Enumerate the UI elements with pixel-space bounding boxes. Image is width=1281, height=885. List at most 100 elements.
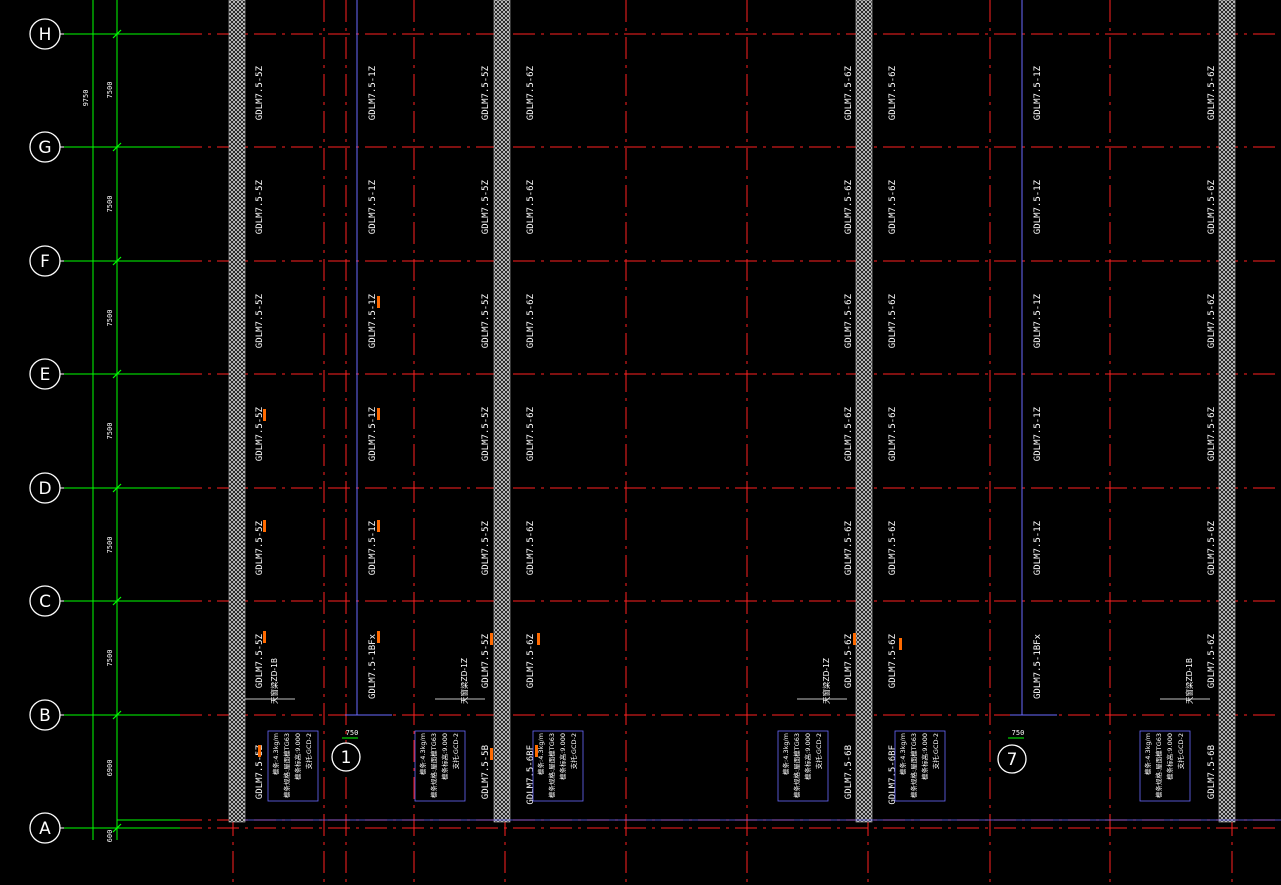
note-line: 檩条规格:屋面檩TG63 xyxy=(1154,733,1163,798)
member-label: GDLM7.5-6Z xyxy=(844,406,854,461)
beam-tag: 天窗梁ZD-1Z xyxy=(821,658,831,704)
orange-marker xyxy=(377,296,380,308)
note-line: 檩条:4.3kg/m xyxy=(898,733,907,775)
orange-marker xyxy=(263,520,266,532)
member-label: GDLM7.5-6Z xyxy=(844,65,854,120)
member-label: GDLM7.5-6Z xyxy=(1207,633,1217,688)
dimension-tick xyxy=(112,369,122,379)
member-label-bottom: GDLM7.5-6BF xyxy=(526,745,536,805)
grid-row-label-g: G xyxy=(38,138,51,158)
grid-row-label-d: D xyxy=(38,479,51,499)
note-line: 檩条规格:屋面檩TG63 xyxy=(792,733,801,798)
member-label: GDLM7.5-5Z xyxy=(481,65,491,120)
dimension-tick xyxy=(112,596,122,606)
orange-marker xyxy=(377,520,380,532)
member-label: GDLM7.5-6Z xyxy=(844,520,854,575)
member-label-bottom: GDLM7.5-6B xyxy=(1207,745,1217,799)
orange-marker xyxy=(377,408,380,420)
note-line: 檩条:4.3kg/m xyxy=(271,733,280,775)
horizontal-axis-lines xyxy=(180,33,1281,829)
member-label: GDLM7.5-1Z xyxy=(368,293,378,348)
orange-marker xyxy=(535,745,538,757)
orange-marker xyxy=(899,638,902,650)
note-line: 支托:GCD-2 xyxy=(304,733,313,769)
note-line: 檩条标高:9.000 xyxy=(920,733,929,780)
dimension-spacing: 7500 xyxy=(106,537,114,554)
note-line: 檩条规格:屋面檩TG63 xyxy=(547,733,556,798)
offset-dimension-text: 750 xyxy=(1012,729,1025,737)
member-label: GDLM7.5-5Z xyxy=(255,406,265,461)
member-label: GDLM7.5-1Z xyxy=(368,406,378,461)
grid-row-label-b: B xyxy=(39,706,51,726)
grid-row-label-a: A xyxy=(39,819,51,839)
note-line: 支托:GCD-2 xyxy=(814,733,823,769)
blue-purlin-lines xyxy=(245,0,1281,821)
note-line: 檩条:4.3kg/m xyxy=(418,733,427,775)
member-label: GDLM7.5-1BFx xyxy=(1033,633,1043,699)
member-label: GDLM7.5-1Z xyxy=(368,179,378,234)
member-label: GDLM7.5-1Z xyxy=(1033,65,1043,120)
column-grid-label: 7 xyxy=(1007,750,1018,770)
member-label-bottom: GDLM7.5-5Z xyxy=(255,744,265,799)
dimension-spacing: 7500 xyxy=(106,423,114,440)
dimension-tick xyxy=(112,710,122,720)
beam-tag: 天窗梁ZD-1B xyxy=(1184,658,1194,704)
hatched-wall xyxy=(1218,0,1236,823)
orange-marker xyxy=(377,631,380,643)
member-label: GDLM7.5-5Z xyxy=(481,293,491,348)
member-label: GDLM7.5-6Z xyxy=(1207,179,1217,234)
note-block-frame xyxy=(894,730,946,802)
note-line: 檩条标高:9.000 xyxy=(293,733,302,780)
note-line: 檩条规格:屋面檩TG63 xyxy=(282,733,291,798)
note-line: 檩条标高:9.000 xyxy=(803,733,812,780)
note-line: 檩条:4.3kg/m xyxy=(1143,733,1152,775)
member-label-bottom: GDLM7.5-5B xyxy=(481,745,491,799)
note-block-frame xyxy=(532,730,584,802)
note-line: 支托:GCD-2 xyxy=(1176,733,1185,769)
member-label-bottom: GDLM7.5-6B xyxy=(844,745,854,799)
member-label: GDLM7.5-6Z xyxy=(526,179,536,234)
beam-tag: 天窗梁ZD-1Z xyxy=(459,658,469,704)
dimension-spacing: 7500 xyxy=(106,650,114,667)
member-label: GDLM7.5-1Z xyxy=(1033,406,1043,461)
member-label: GDLM7.5-6Z xyxy=(526,633,536,688)
member-label: GDLM7.5-5Z xyxy=(481,179,491,234)
dimension-tick xyxy=(112,29,122,39)
member-label: GDLM7.5-6Z xyxy=(844,179,854,234)
hatched-wall xyxy=(855,0,873,823)
member-label: GDLM7.5-1Z xyxy=(1033,520,1043,575)
member-label: GDLM7.5-6Z xyxy=(888,633,898,688)
orange-marker xyxy=(853,633,856,645)
orange-marker xyxy=(490,748,493,760)
member-label: GDLM7.5-6Z xyxy=(526,406,536,461)
grid-row-label-f: F xyxy=(40,252,50,272)
vertical-axis-lines xyxy=(232,0,1233,885)
member-label: GDLM7.5-6Z xyxy=(1207,406,1217,461)
member-label: GDLM7.5-5Z xyxy=(255,293,265,348)
orange-marker xyxy=(537,633,540,645)
dimension-spacing: 7500 xyxy=(106,196,114,213)
member-label: GDLM7.5-6Z xyxy=(844,633,854,688)
note-block-frame xyxy=(777,730,829,802)
member-label: GDLM7.5-1Z xyxy=(368,520,378,575)
orange-markers xyxy=(258,296,902,760)
member-label: GDLM7.5-6Z xyxy=(526,520,536,575)
orange-marker xyxy=(263,631,266,643)
member-label: GDLM7.5-6Z xyxy=(888,520,898,575)
note-block-frame xyxy=(414,730,466,802)
dimension-tick xyxy=(112,142,122,152)
note-line: 檩条标高:9.000 xyxy=(440,733,449,780)
hatched-walls xyxy=(228,0,1236,823)
grid-row-label-e: E xyxy=(40,365,51,385)
dimension-tick xyxy=(112,483,122,493)
hatched-wall xyxy=(228,0,246,823)
beam-tag: 天窗梁ZD-1B xyxy=(269,658,279,704)
hatched-wall xyxy=(493,0,511,823)
note-line: 檩条:4.3kg/m xyxy=(536,733,545,775)
note-line: 支托:GCD-2 xyxy=(569,733,578,769)
orange-marker xyxy=(490,633,493,645)
